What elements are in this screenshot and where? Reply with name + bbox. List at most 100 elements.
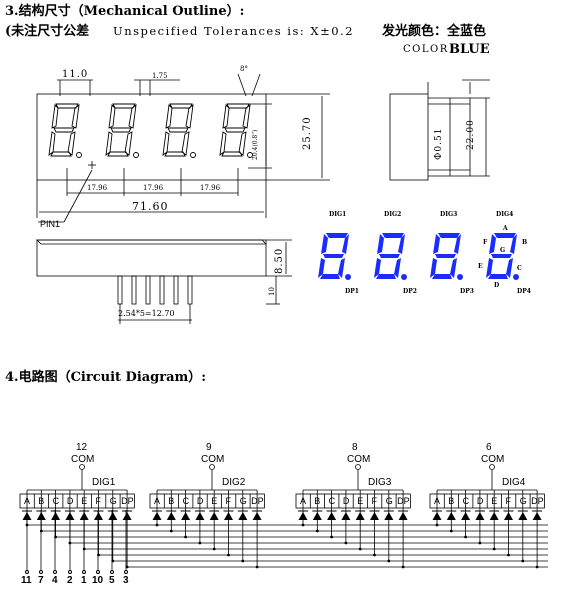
led-diode <box>518 512 528 520</box>
pin-number: 5 <box>109 575 115 586</box>
segment-label-d: D <box>196 496 204 506</box>
circuit-wiring <box>26 510 548 572</box>
dim-22: 22.00 <box>466 119 476 150</box>
led-diode <box>65 512 75 520</box>
junction-dot <box>25 523 29 527</box>
junction-dot <box>507 553 510 557</box>
com-pin-number: 6 <box>486 442 492 453</box>
segment-label-c: C <box>52 496 60 506</box>
seg-a-label: A <box>503 225 508 232</box>
segment-label-d: D <box>342 496 350 506</box>
led-diode <box>36 512 46 520</box>
dim-pitch-3: 17.96 <box>200 184 221 192</box>
junction-dot <box>449 529 453 533</box>
front-view-body <box>36 93 267 181</box>
led-diode <box>532 512 542 520</box>
segment-label-dp: DP <box>251 496 264 506</box>
junction-dot <box>330 535 333 539</box>
com-terminal <box>355 464 361 470</box>
dim-pin-span: 2.54*5=12.70 <box>118 309 175 318</box>
segment-label-d: D <box>476 496 484 506</box>
seg-b-label: B <box>522 239 528 246</box>
junction-dot <box>68 541 72 545</box>
junction-dot <box>373 553 376 557</box>
led-diode <box>504 512 513 520</box>
junction-dot <box>169 529 173 533</box>
junction-dot <box>387 559 391 563</box>
digit-label: DIG2 <box>222 477 246 488</box>
led-diode <box>22 512 32 520</box>
seg-f-label: F <box>483 239 488 246</box>
segment-label-c: C <box>462 496 470 506</box>
com-pin-number: 12 <box>76 442 88 453</box>
dig3-label: DIG3 <box>440 211 458 218</box>
led-diode <box>94 512 103 520</box>
segment-label-a: A <box>24 496 31 506</box>
junction-dot <box>315 529 319 533</box>
junction-dot <box>54 535 57 539</box>
com-pin-number: 9 <box>206 442 212 453</box>
led-diode <box>166 512 176 520</box>
led-diode <box>224 512 233 520</box>
circuit-groups <box>19 464 545 569</box>
segment-label-g: G <box>519 496 527 506</box>
section4-title: 4.电路图（Circuit Diagram）: <box>5 370 207 385</box>
led-diode <box>209 512 219 520</box>
junction-dot <box>435 523 439 527</box>
segment-label-e: E <box>491 496 498 506</box>
com-terminal <box>79 464 85 470</box>
com-terminal <box>209 464 215 470</box>
junction-dot <box>492 547 496 551</box>
pin-number: 3 <box>123 575 129 586</box>
led-diode <box>195 512 205 520</box>
junction-dot <box>184 535 188 539</box>
segment-label-b: B <box>314 496 321 506</box>
segment-label-dp: DP <box>397 496 410 506</box>
dim-1-75: 1.75 <box>152 72 168 80</box>
com-terminal <box>489 464 495 470</box>
dim-angle: 8° <box>240 65 248 73</box>
junction-dot <box>212 547 216 551</box>
led-diode <box>51 512 61 520</box>
dp1-label: DP1 <box>345 288 359 295</box>
segment-label-b: B <box>448 496 455 506</box>
led-diode <box>312 512 322 520</box>
segment-label-e: E <box>211 496 218 506</box>
segment-label-f: F <box>225 496 232 506</box>
segment-label-b: B <box>168 496 175 506</box>
led-diode <box>489 512 499 520</box>
led-diode <box>122 512 132 520</box>
junction-dot <box>478 541 482 545</box>
segment-label-a: A <box>300 496 307 506</box>
tolerance-en: Unspecified Tolerances is: X±0.2 <box>113 24 355 38</box>
segment-label-dp: DP <box>121 496 134 506</box>
led-diode <box>355 512 365 520</box>
segment-label-g: G <box>385 496 393 506</box>
section3-title: 3.结构尺寸（Mechanical Outline）: <box>5 4 245 19</box>
dim-11: 11.0 <box>62 69 89 80</box>
segment-label-d: D <box>66 496 74 506</box>
junction-dot <box>125 565 129 569</box>
color-cn: 发光颜色：全蓝色 <box>382 24 487 39</box>
segment-label-dp: DP <box>531 496 544 506</box>
dp3-label: DP3 <box>460 288 474 295</box>
segment-label-g: G <box>109 496 117 506</box>
dim-pitch-1: 17.96 <box>87 184 108 192</box>
junction-dot <box>344 541 348 545</box>
digit-label: DIG1 <box>92 477 116 488</box>
led-diode <box>475 512 485 520</box>
led-diode <box>384 512 394 520</box>
digit-label: DIG4 <box>502 477 526 488</box>
seg-c-label: C <box>517 265 522 272</box>
pin-number: 11 <box>21 575 32 586</box>
segment-label-f: F <box>95 496 102 506</box>
junction-dot <box>535 565 539 569</box>
pin-number: 10 <box>92 575 104 586</box>
led-diode <box>298 512 308 520</box>
pin-number: 1 <box>81 575 87 586</box>
led-diode <box>181 512 191 520</box>
junction-dot <box>521 559 525 563</box>
segment-label-b: B <box>38 496 45 506</box>
pin-number: 7 <box>38 575 44 586</box>
led-diode <box>252 512 262 520</box>
